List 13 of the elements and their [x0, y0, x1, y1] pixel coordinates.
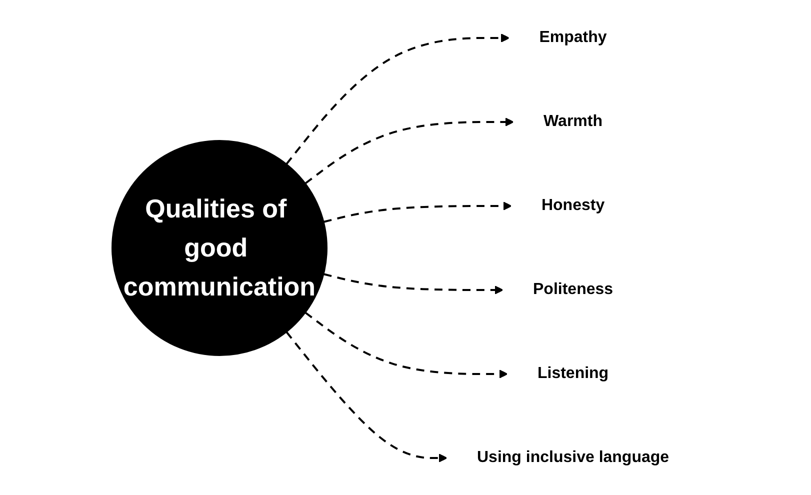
- node-text: Using inclusive language: [476, 448, 670, 466]
- node-circle: Qualities of good communication: [111, 140, 328, 356]
- arrow: [324, 201, 512, 222]
- arrow: [324, 272, 504, 294]
- arrow: [304, 311, 508, 378]
- node-text: Warmth: [544, 112, 602, 130]
- arrow: [286, 330, 448, 462]
- node-text: Politeness: [532, 280, 614, 298]
- arrow: [286, 33, 510, 164]
- node-text: Honesty: [541, 196, 605, 214]
- node-text: Empathy: [539, 28, 607, 46]
- node-text: Listening: [537, 364, 609, 382]
- arrow: [304, 117, 514, 184]
